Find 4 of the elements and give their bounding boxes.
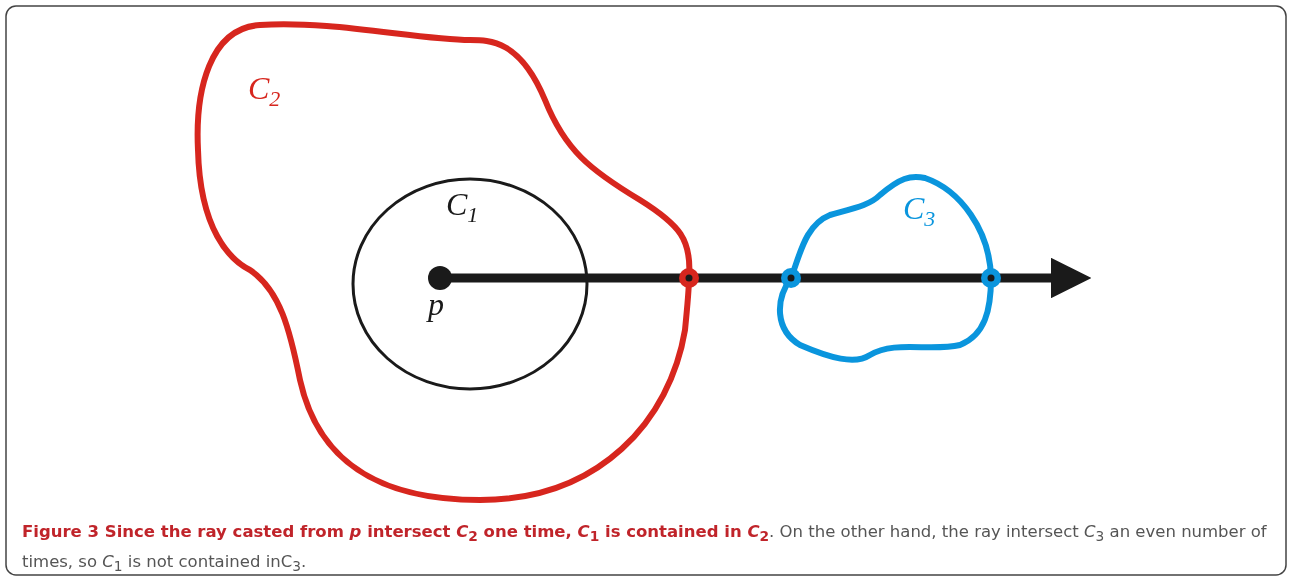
curve-label: C$_{3}$ xyxy=(903,192,936,231)
curve-label: C$_{1}$ xyxy=(446,188,479,227)
point-label: p xyxy=(428,288,444,320)
curve-label: C$_{2}$ xyxy=(248,72,281,111)
